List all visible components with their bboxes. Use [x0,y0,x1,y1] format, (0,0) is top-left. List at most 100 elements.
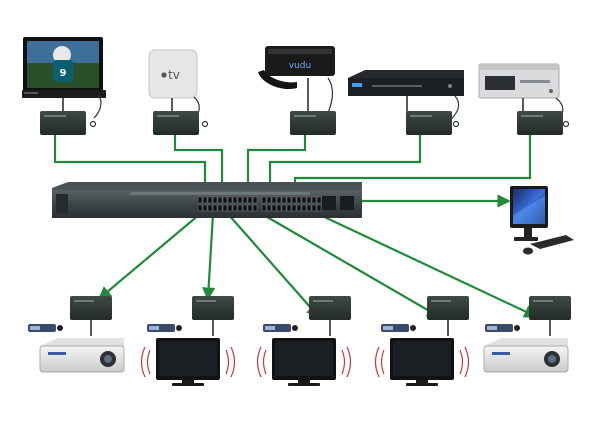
receiver-3 [309,296,351,336]
switch-port [311,196,317,204]
switch-port [247,196,253,204]
switch-port [266,196,272,204]
switch-port [291,196,297,204]
tv-icon: 9 [22,37,106,98]
tv-icon [390,338,454,386]
switch-port [252,204,258,212]
display-projector-1 [39,338,125,373]
switch-port [242,204,248,212]
control-pc [510,186,574,255]
source-media-server [478,63,564,122]
transmitter-4 [406,111,460,135]
ir-remote-2 [147,324,182,332]
switch-port [296,204,302,212]
switch-port [261,196,267,204]
cable-source-4 [263,135,422,199]
cable-receiver-3 [227,213,320,318]
switch-port [237,204,243,212]
media-server-icon [478,63,560,99]
switch-port [286,204,292,212]
cable-source-2 [173,135,229,199]
switch-port [222,204,228,212]
receiver-cables [97,213,538,318]
switch-port [276,196,282,204]
switch-icon [52,182,362,218]
switch-port [266,204,272,212]
mouse-icon [523,247,533,255]
projector-icon [39,338,125,373]
switch-port [291,204,297,212]
receiver-5 [529,296,571,336]
switch-port [222,196,228,204]
transmitter-5 [517,111,570,135]
apple-tv-label: tv [168,68,180,82]
receiver-1 [70,296,112,336]
streaming-box-icon: vudu [258,46,335,90]
ir-remote-4 [381,324,416,332]
cable-receiver-5 [317,213,538,318]
switch-port [202,196,208,204]
transmitter-3 [290,111,337,135]
switch-port [261,204,267,212]
switch-port [197,196,203,204]
switch-port [271,196,277,204]
receivers [70,296,571,336]
switch-port [237,196,243,204]
switch-port [242,196,248,204]
tv-icon [272,338,336,386]
switch-port [296,196,302,204]
switch-port [232,204,238,212]
display-flat-tv-2 [256,338,352,386]
ir-remote-3 [263,324,298,332]
switch-port [316,204,322,212]
source-tv-set-top: 9 [22,37,106,119]
ir-remote-1 [28,324,63,332]
transmitter-1 [40,111,97,135]
switch-port [306,204,312,212]
receiver-4 [427,296,469,336]
switch-port [217,204,223,212]
switch-port [227,196,233,204]
switch-port [252,196,258,204]
switch-port [276,204,282,212]
switch-port [227,204,233,212]
source-apple-tv: tv [148,49,200,121]
switch-port [286,196,292,204]
transmitter-2 [153,111,209,135]
transmitters [40,111,570,135]
apple-tv-icon: tv [148,49,198,99]
switch-ports [197,196,322,212]
ir-remote-5 [485,324,520,332]
cable-source-1 [53,135,212,199]
display-flat-tv-1 [140,338,236,386]
switch-port [212,196,218,204]
cable-source-3 [241,135,307,199]
monitor-icon [510,186,548,241]
display-projector-2 [483,338,569,373]
ir-remotes [28,324,520,332]
switch-port [271,204,277,212]
projector-icon [483,338,569,373]
switch-port [207,204,213,212]
switch-port [281,196,287,204]
source-disc-player [348,70,464,121]
switch-port [202,204,208,212]
source-vudu-box: vudu [258,46,335,119]
switch-port [247,204,253,212]
switch-port [281,204,287,212]
display-flat-tv-3 [374,338,470,386]
vudu-label: vudu [289,61,311,71]
switch-port [306,196,312,204]
svg-text:9: 9 [60,68,67,79]
switch-port [207,196,213,204]
cable-receiver-1 [97,213,201,300]
keyboard-icon [530,235,574,249]
switch-port [301,196,307,204]
switch-port [232,196,238,204]
cable-receiver-2 [202,213,216,301]
tv-icon [156,338,220,386]
switch-port [212,204,218,212]
switch-port [301,204,307,212]
